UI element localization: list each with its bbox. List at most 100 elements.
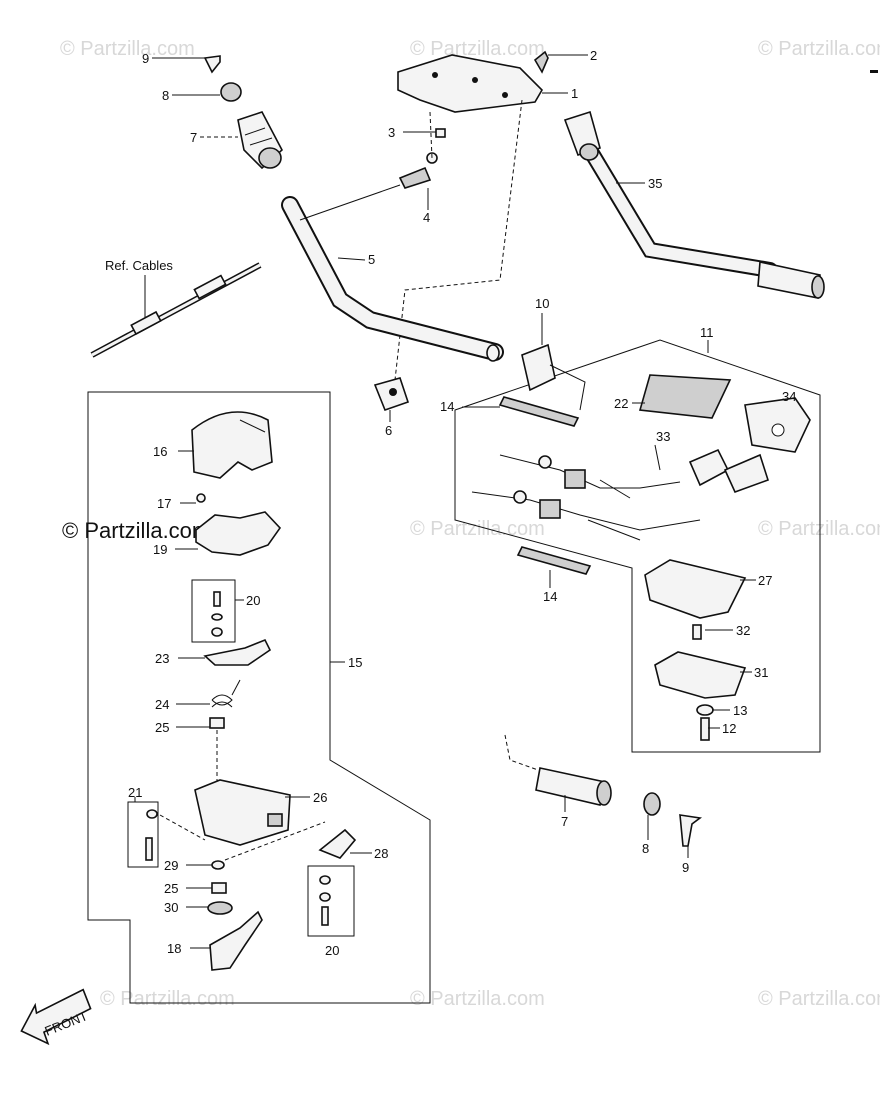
callout-26: 26 (313, 790, 327, 805)
callout-1: 1 (571, 86, 578, 101)
bar-end-weight-bottom (643, 792, 661, 816)
watermark: © Partzilla.com (758, 518, 880, 540)
screw-set-20-lower (307, 865, 355, 937)
bolt-9-top (203, 55, 221, 74)
callout-2: 2 (590, 48, 597, 63)
screw-20-upper (211, 591, 223, 637)
screw-20-lower (319, 875, 331, 926)
callout-8-bottom: 8 (642, 841, 649, 856)
callout-12: 12 (722, 721, 736, 736)
housing-34 (744, 397, 811, 453)
callout-20-lower: 20 (325, 943, 339, 958)
callout-25-lower: 25 (164, 881, 178, 896)
bolt-32 (692, 624, 702, 640)
dashed-leader-grip (504, 734, 539, 771)
callout-33: 33 (656, 429, 670, 444)
callout-14-upper: 14 (440, 399, 454, 414)
callout-19: 19 (153, 542, 167, 557)
washer-30 (207, 901, 233, 915)
tape-14-upper (498, 396, 580, 427)
bolt-9-bottom (679, 814, 703, 847)
callout-18: 18 (167, 941, 181, 956)
switch-cover-16 (191, 411, 273, 479)
callout-14-lower: 14 (543, 589, 557, 604)
callout-21: 21 (128, 785, 142, 800)
callout-9-top: 9 (142, 51, 149, 66)
callout-11: 11 (700, 325, 714, 340)
callout-20-upper: 20 (246, 593, 260, 608)
screw-set-20-upper (191, 579, 236, 643)
small-screw-3 (403, 128, 446, 138)
clamp-10 (521, 343, 586, 411)
nut-25-upper (209, 717, 225, 729)
throttle-cables (471, 448, 769, 541)
o-ring-29 (211, 860, 225, 870)
callout-7-top: 7 (190, 130, 197, 145)
switch-assembly-box (87, 391, 431, 1004)
handlebar-35 (563, 110, 825, 299)
throttle-assembly-box (454, 339, 821, 753)
callout-24: 24 (155, 697, 169, 712)
spring-24 (211, 679, 241, 708)
callout-35: 35 (648, 176, 662, 191)
callout-29: 29 (164, 858, 178, 873)
callout-labels: 2 1 9 8 7 3 4 5 35 6 10 11 14 22 34 33 1… (128, 48, 796, 958)
throttle-housing-31 (654, 651, 747, 699)
screw-21 (145, 809, 158, 861)
pad-22 (638, 374, 732, 419)
lever-18 (209, 910, 263, 971)
corner-mark (870, 70, 878, 73)
callout-10: 10 (535, 296, 549, 311)
tape-14-lower (516, 546, 592, 575)
cover-28 (318, 828, 357, 859)
throttle-housing-27 (644, 559, 747, 619)
watermark-prominent: © Partzilla.com (62, 518, 210, 543)
reference-cables (90, 262, 262, 358)
callout-34: 34 (782, 389, 796, 404)
callout-23: 23 (155, 651, 169, 666)
callout-9-bottom: 9 (682, 860, 689, 875)
clamp-6 (373, 377, 410, 412)
watermark-group: © Partzilla.com © Partzilla.com © Partzi… (60, 38, 880, 1010)
handlebar-5 (281, 196, 504, 362)
callout-5: 5 (368, 252, 375, 267)
watermark: © Partzilla.com (410, 518, 545, 540)
switch-housing-26 (194, 779, 291, 846)
callout-3: 3 (388, 125, 395, 140)
ref-cables-label: Ref. Cables (105, 258, 173, 273)
watermark: © Partzilla.com (758, 38, 880, 60)
callout-4: 4 (423, 210, 430, 225)
callout-8-top: 8 (162, 88, 169, 103)
front-direction-arrow: FRONT (20, 988, 92, 1046)
callout-17: 17 (157, 496, 171, 511)
callout-30: 30 (164, 900, 178, 915)
screw-set-21 (127, 801, 159, 868)
watermark: © Partzilla.com (758, 988, 880, 1010)
watermark: © Partzilla.com (100, 988, 235, 1010)
callout-25-upper: 25 (155, 720, 169, 735)
callout-15: 15 (348, 655, 362, 670)
bolt-12 (700, 717, 710, 741)
callout-7-bottom: 7 (561, 814, 568, 829)
callout-6: 6 (385, 423, 392, 438)
bracket-23 (203, 638, 272, 666)
callout-13: 13 (733, 703, 747, 718)
cable-adjuster-4 (398, 152, 438, 210)
watermark: © Partzilla.com (410, 38, 545, 60)
watermark: © Partzilla.com (60, 38, 195, 60)
callout-32: 32 (736, 623, 750, 638)
nut-25-lower (211, 882, 227, 894)
bar-end-weight-top (220, 82, 242, 102)
grip-left-top (237, 111, 283, 170)
washer-13 (696, 704, 714, 716)
screw-17 (196, 493, 206, 503)
watermark: © Partzilla.com (410, 988, 545, 1010)
callout-28: 28 (374, 846, 388, 861)
callout-22: 22 (614, 396, 628, 411)
grip-right-bottom (535, 767, 612, 806)
gasket-19 (195, 511, 282, 556)
handlebar-holder-plate (397, 50, 549, 113)
callout-16: 16 (153, 444, 167, 459)
callout-27: 27 (758, 573, 772, 588)
callout-31: 31 (754, 665, 768, 680)
